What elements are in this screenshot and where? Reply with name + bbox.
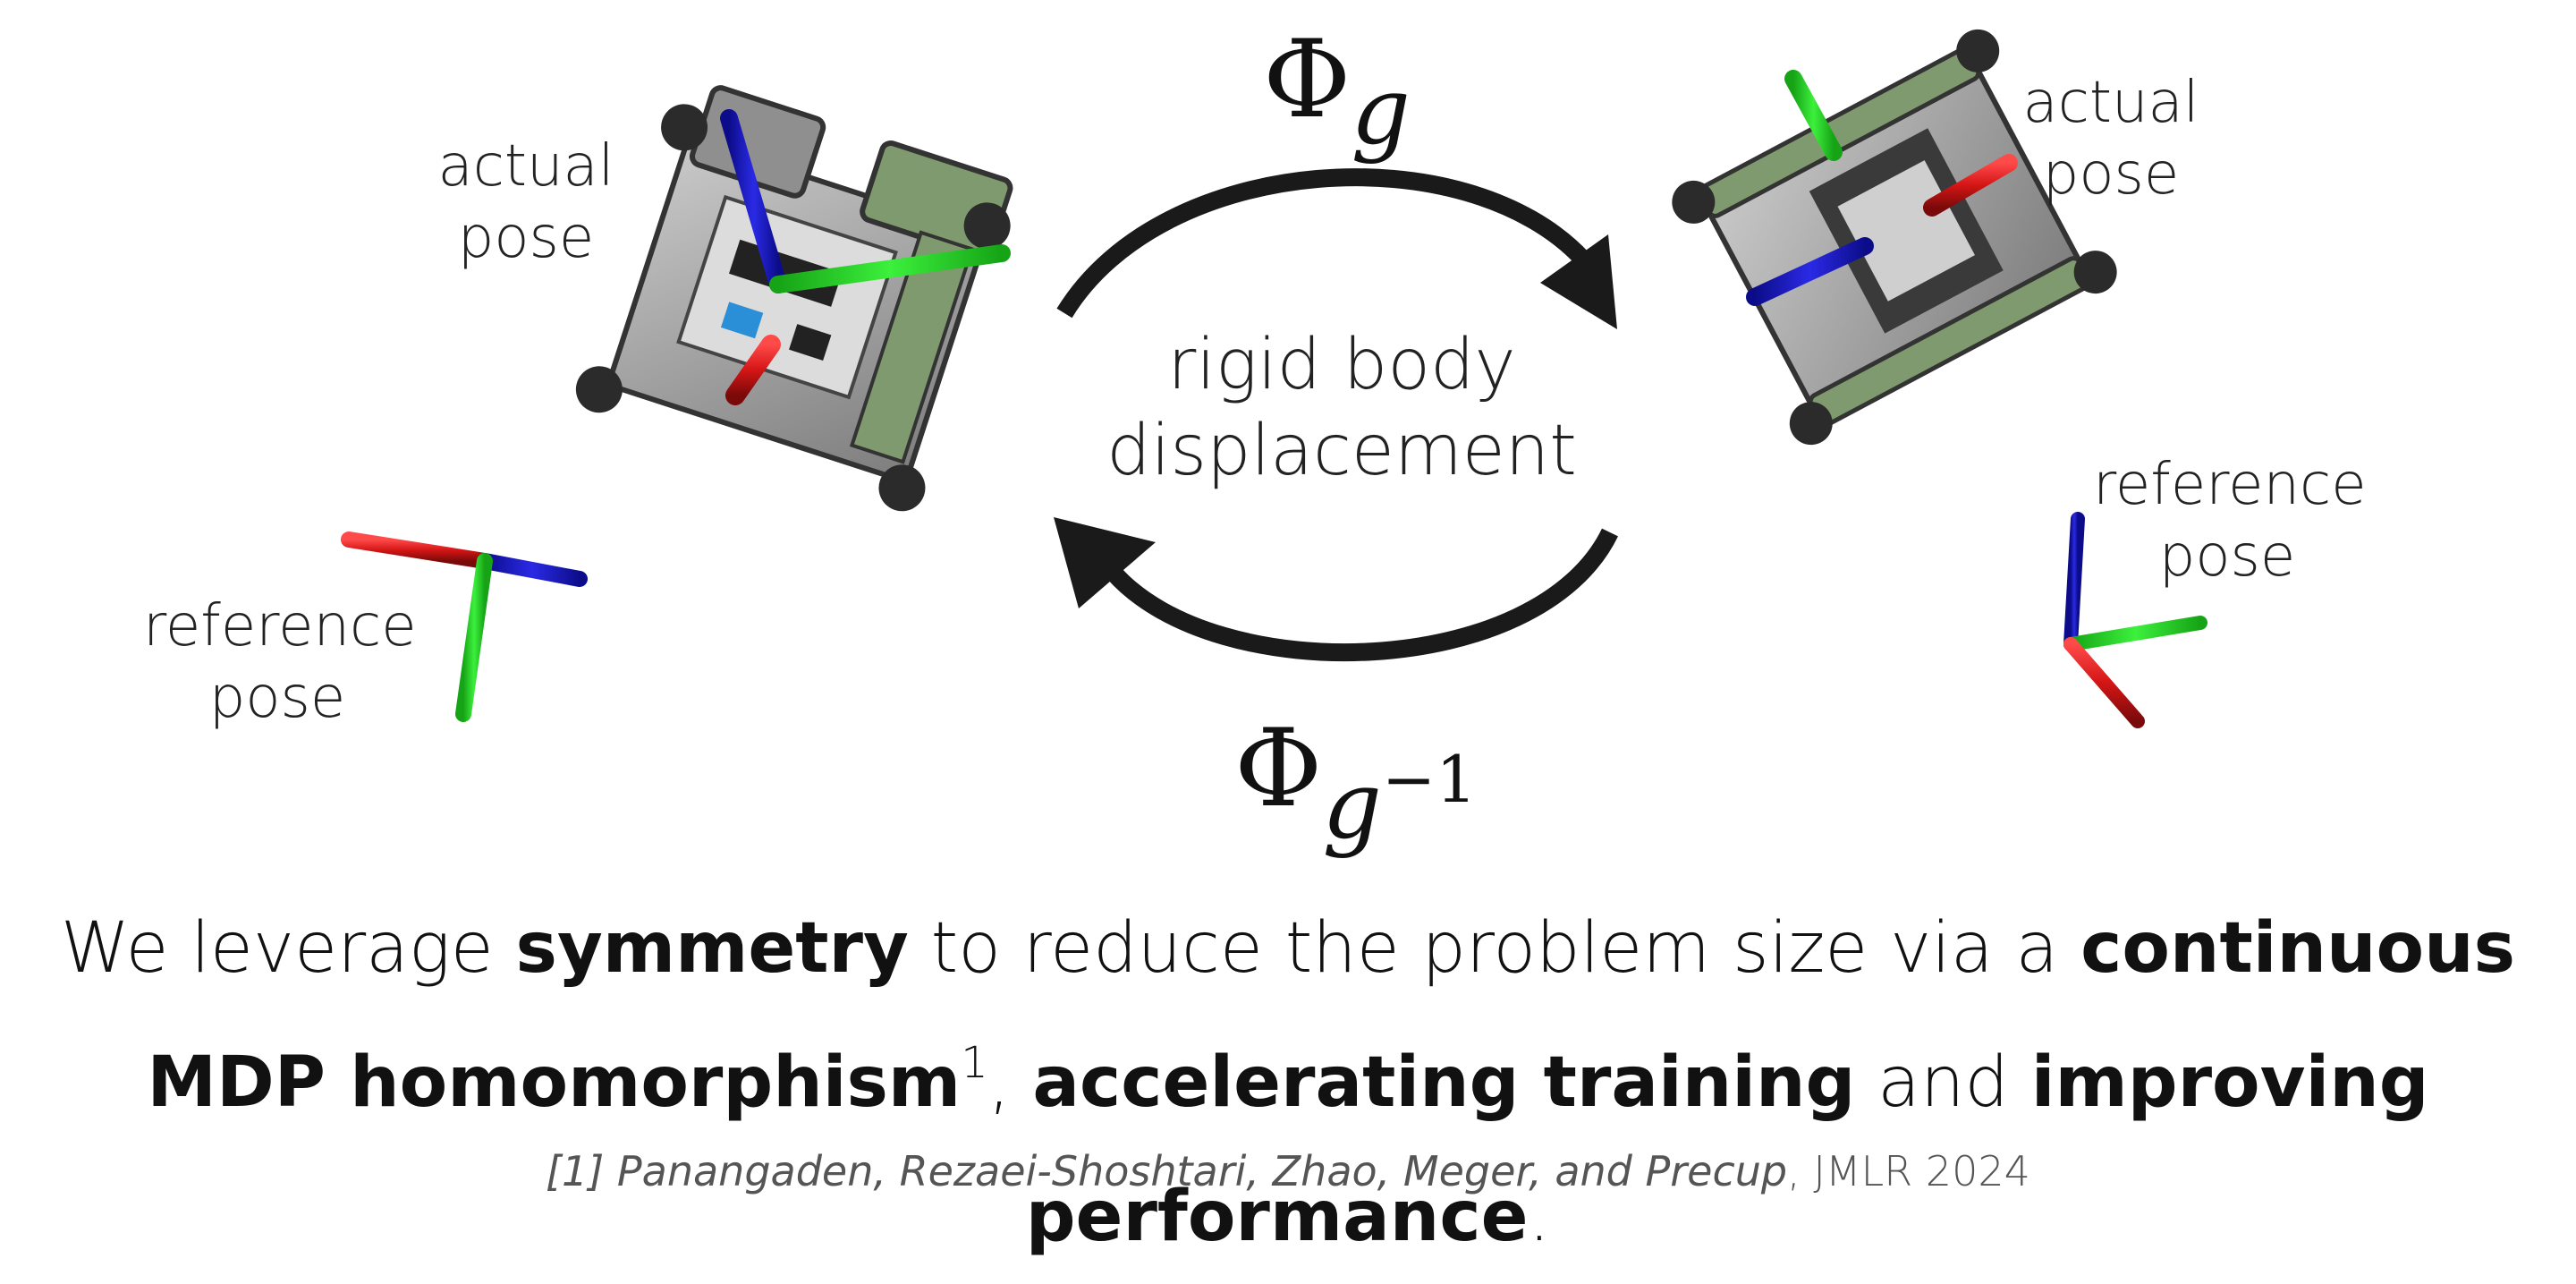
phi-subscript: g — [1322, 751, 1382, 860]
label-line: pose — [2158, 523, 2296, 590]
phi-symbol: Φ — [1234, 707, 1323, 831]
forward-map-symbol: Φg — [1263, 18, 1411, 166]
label-line: rigid body — [1167, 325, 1516, 405]
phi-superscript: −1 — [1381, 742, 1478, 817]
sentence-emphasis: accelerating training — [1032, 1042, 1856, 1123]
left-actual-pose-label: actual pose — [419, 131, 633, 274]
left-reference-pose-label: reference pose — [143, 591, 417, 734]
sentence-emphasis: symmetry — [515, 908, 909, 989]
sentence-text: and — [1855, 1042, 2031, 1123]
label-line: pose — [208, 665, 346, 731]
forward-arrow — [1056, 168, 1617, 329]
symmetry-diagram — [341, 29, 2207, 728]
citation-venue: , JMLR 2024 — [1787, 1147, 2030, 1195]
label-line: reference — [2093, 452, 2367, 518]
sentence-text: , — [987, 1042, 1033, 1123]
right-robot-model — [1672, 29, 2117, 446]
phi-subscript: g — [1351, 56, 1411, 166]
label-line: pose — [2042, 141, 2180, 208]
left-reference-frame — [341, 531, 588, 722]
phi-symbol: Φ — [1263, 18, 1352, 142]
sentence-emphasis: continuous MDP homomorphism — [147, 908, 2516, 1123]
right-reference-pose-label: reference pose — [2093, 449, 2367, 592]
summary-sentence: We leverage symmetry to reduce the probl… — [36, 881, 2540, 1284]
label-line: actual — [2022, 70, 2199, 136]
right-actual-pose-label: actual pose — [2004, 67, 2218, 210]
footnote-marker: 1 — [961, 1038, 988, 1088]
citation-marker: [1] — [546, 1147, 617, 1195]
label-line: reference — [143, 593, 417, 659]
inverse-map-symbol: Φg−1 — [1234, 707, 1478, 860]
rigid-body-displacement-label: rigid body displacement — [1073, 322, 1610, 494]
inverse-arrow — [1054, 517, 1618, 662]
citation-authors: Panangaden, Rezaei-Shoshtari, Zhao, Mege… — [616, 1147, 1788, 1195]
left-robot-model — [575, 85, 1013, 512]
right-reference-frame — [2063, 512, 2207, 728]
label-line: pose — [457, 205, 595, 271]
sentence-text: We leverage — [60, 908, 516, 989]
label-line: displacement — [1106, 411, 1577, 491]
citation: [1] Panangaden, Rezaei-Shoshtari, Zhao, … — [0, 1147, 2576, 1195]
label-line: actual — [437, 133, 614, 200]
sentence-text: to reduce the problem size via a — [908, 908, 2081, 989]
